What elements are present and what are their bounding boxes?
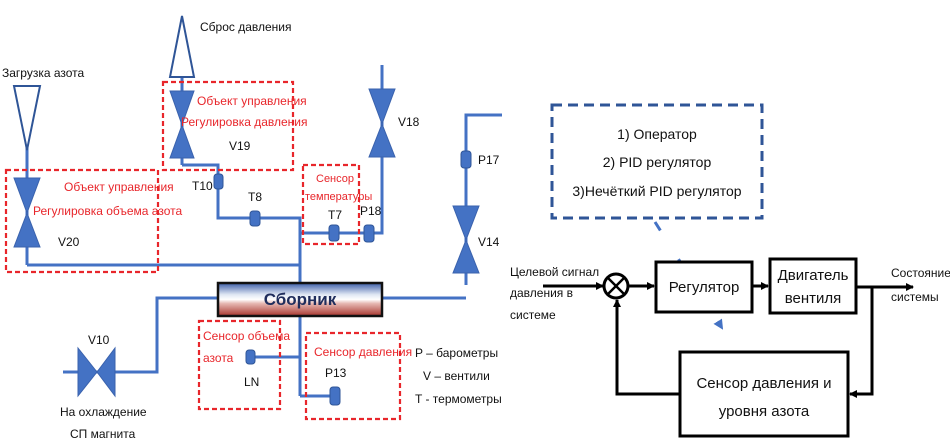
valve-v14[interactable] (452, 205, 480, 274)
sensor-p17-icon[interactable] (460, 150, 472, 169)
sensor-ln-label: LN (244, 375, 259, 389)
nitrogen-load-label: Загрузка азота (2, 66, 85, 80)
pressure-sensor-line1: Сенсор давления (314, 345, 412, 359)
vessel-label: Сборник (264, 290, 337, 309)
nitrogen-load-terminal-icon (12, 85, 42, 151)
volume-control-box: Объект управления Регулировка объема азо… (4, 168, 182, 274)
valve-v20-label: V20 (58, 235, 80, 249)
wire-feedback-in (613, 299, 680, 396)
sensor-t7-label: T7 (328, 208, 342, 222)
sensor-p18-icon[interactable] (363, 224, 375, 243)
pressure-sensor-box: Сенсор давления (304, 331, 412, 421)
input-label-line3: системе (510, 308, 556, 322)
actuator-block[interactable]: Двигатель вентиля (768, 257, 858, 315)
regulator-block[interactable]: Регулятор (654, 260, 754, 314)
input-label-line1: Целевой сигнал (510, 265, 599, 279)
vessel-body (216, 281, 384, 318)
valve-v18[interactable] (368, 88, 396, 158)
volume-sensor-box: Сенсор объема азота (197, 319, 290, 411)
volume-sensor-line2: азота (203, 351, 234, 365)
temp-sensor-line2: температуры (305, 191, 372, 203)
sensor-block-line1: Сенсор давления и (696, 375, 831, 392)
pressure-control-line1: Объект управления (197, 94, 307, 108)
output-label-line2: системы (891, 290, 939, 304)
volume-sensor-line1: Сенсор объема (203, 329, 290, 343)
controller-options-box: 1) Оператор 2) PID регулятор 3)Нечёткий … (550, 103, 764, 220)
controller-option: 2) PID регулятор (603, 154, 712, 170)
sensor-block-line2: уровня азота (719, 403, 810, 420)
pressure-control-line2: Регулировка давления (181, 115, 308, 129)
valve-v20[interactable] (13, 177, 41, 248)
valve-v18-icon (368, 88, 396, 158)
vessel[interactable]: Сборник (216, 281, 384, 318)
vent-terminal-icon (168, 15, 196, 78)
sensor-ln-icon[interactable] (245, 349, 256, 365)
actuator-label-line1: Двигатель (778, 267, 849, 284)
valve-v19-label: V19 (229, 139, 251, 153)
summing-junction (602, 272, 630, 300)
cooling-label-line1: На охлаждение (60, 405, 147, 419)
sensor-p13-label: P13 (325, 366, 347, 380)
sensor-p13-icon[interactable] (329, 386, 341, 406)
cooling-label-line2: СП магнита (70, 427, 136, 441)
valve-v10-label: V10 (88, 333, 110, 347)
wire-feedback-out (849, 287, 874, 398)
legend-item: T - термометры (415, 392, 502, 406)
sensor-t10-icon[interactable] (213, 173, 224, 190)
legend: P – барометры V – вентили T - термометры (415, 346, 502, 406)
pipe-v19-t10-t8 (182, 163, 302, 285)
valve-v20-icon (13, 177, 41, 248)
valve-v19[interactable] (169, 90, 195, 159)
sensor-p17-label: P17 (478, 153, 500, 167)
sensor-t8-label: T8 (248, 190, 262, 204)
legend-item: P – барометры (415, 346, 498, 360)
volume-control-line1: Объект управления (64, 180, 174, 194)
valve-v19-icon (169, 90, 195, 159)
volume-control-line2: Регулировка объема азота (33, 204, 182, 218)
controller-option: 3)Нечёткий PID регулятор (572, 183, 741, 199)
controller-option: 1) Оператор (617, 126, 697, 142)
sensor-p18-label: P18 (360, 204, 382, 218)
sensor-block[interactable]: Сенсор давления и уровня азота (678, 350, 850, 438)
sensor-t7-icon[interactable] (328, 224, 340, 242)
valve-v10[interactable] (77, 346, 116, 398)
vent-label: Сброс давления (200, 20, 292, 34)
actuator-label-line2: вентиля (785, 290, 842, 307)
sensor-t10-label: T10 (192, 179, 213, 193)
temp-sensor-box: Сенсор температуры (301, 163, 372, 246)
sensor-t8-icon[interactable] (249, 210, 261, 227)
valve-v14-label: V14 (478, 235, 500, 249)
valve-v18-label: V18 (398, 115, 420, 129)
pressure-control-box: Объект управления Регулировка давления (161, 80, 308, 172)
regulator-label: Регулятор (669, 279, 740, 296)
valve-v14-icon (452, 205, 480, 274)
output-label-line1: Состояние (891, 266, 950, 280)
valve-v10-icon (77, 346, 116, 398)
legend-item: V – вентили (423, 369, 490, 383)
input-label-line2: давления в (510, 286, 573, 300)
temp-sensor-line1: Сенсор (316, 173, 354, 185)
